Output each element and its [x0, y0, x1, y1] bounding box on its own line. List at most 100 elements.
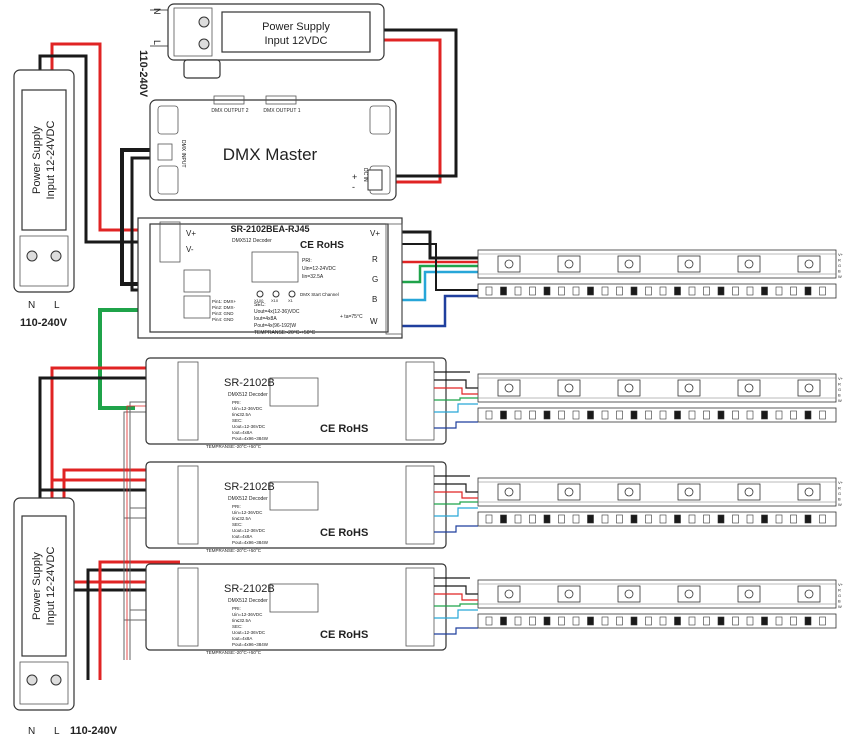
wire-out-g — [400, 264, 480, 284]
led-lens — [684, 383, 694, 393]
led-chip — [737, 483, 761, 501]
led-lens — [744, 589, 754, 599]
led-chip — [617, 255, 641, 273]
pixel-led — [717, 616, 725, 626]
pixel-led — [587, 616, 594, 626]
led-strip-lower — [477, 407, 837, 423]
pixel-led — [804, 616, 812, 626]
pixel-led — [688, 410, 696, 420]
led-lens — [684, 487, 694, 497]
pixel-led — [761, 514, 768, 524]
left-psu-mains-l: L — [54, 300, 60, 311]
top-psu-voltage: 110-240V — [137, 50, 149, 98]
led-chip — [617, 483, 641, 501]
pixel-led — [659, 616, 667, 626]
decoder-2: SR-2102B DMX512 Decoder CE RoHS PRI: Uin… — [145, 461, 447, 553]
pixel-led — [500, 514, 507, 524]
main-decoder-iin: Iin=32.5A — [302, 274, 324, 280]
led-lens — [804, 589, 814, 599]
wire-out-w — [400, 294, 480, 328]
pixel-led — [761, 286, 768, 296]
main-decoder-in-vplus: V+ — [186, 229, 196, 238]
led-chip — [497, 255, 521, 273]
power-supply-bottom: Power Supply Input 12-24VDC N L 110-240V — [13, 497, 118, 737]
main-decoder-pin2: Pin2: DMX- — [212, 305, 236, 310]
top-psu-mains-n: N — [152, 8, 162, 15]
wires — [38, 9, 480, 680]
pixel-led — [558, 410, 565, 420]
led-lens — [564, 259, 574, 269]
wire-bottom-psu-red-2 — [98, 560, 180, 680]
dmx-master-plus: + — [352, 172, 357, 182]
decoder-1-spec-7: TEMPRANSE:-20°C-+50°C — [206, 444, 262, 449]
pixel-led — [761, 616, 768, 626]
pixel-led — [572, 286, 580, 296]
led-lens — [624, 259, 634, 269]
led-lens — [744, 259, 754, 269]
main-decoder-subtitle: DMX512 Decoder — [232, 238, 272, 244]
decoder-1-spec-1: Uin=12-36VDC — [232, 406, 263, 411]
decoder-1: SR-2102B DMX512 Decoder CE RoHS PRI: Uin… — [145, 357, 447, 449]
pixel-led — [601, 616, 609, 626]
led-chip — [557, 585, 581, 603]
strip-terminal-label: V+ — [838, 252, 844, 257]
decoder-3-spec-6: Pout=4x96~384W — [232, 642, 269, 647]
led-lens — [504, 383, 514, 393]
bottom-psu-title: Power Supply — [31, 552, 43, 620]
decoder-2-spec-5: Iout=4x8A — [232, 534, 252, 539]
pixel-led — [572, 410, 580, 420]
pixel-led — [804, 514, 812, 524]
pixel-led — [601, 514, 609, 524]
pixel-led — [514, 286, 522, 296]
rj45-in — [183, 269, 211, 293]
main-decoder-pin1: Pin1: DMX+ — [212, 299, 237, 304]
decoder-1-spec-5: Iout=4x8A — [232, 430, 252, 435]
pixel-led — [587, 514, 594, 524]
decoder-2-cert: CE RoHS — [320, 527, 368, 539]
led-lens — [804, 487, 814, 497]
strip-trace — [478, 253, 836, 275]
led-lens — [564, 589, 574, 599]
pixel-led — [732, 286, 739, 296]
strip-terminal-label: G — [838, 491, 841, 496]
strip-terminal-label: G — [838, 263, 841, 268]
dc-terminal — [367, 169, 383, 191]
pixel-led — [790, 616, 797, 626]
wire-out-b — [400, 270, 480, 302]
decoder-3-spec-4: Uout=12-36VDC — [232, 630, 266, 635]
pixel-led — [688, 286, 696, 296]
pixel-led — [543, 286, 551, 296]
wire-top-psu-red — [375, 38, 442, 184]
decoder-1-spec-6: Pout=4x96~384W — [232, 436, 269, 441]
decoder-1-cert: CE RoHS — [320, 423, 368, 435]
terminal-screw — [198, 38, 210, 50]
strip-trace — [478, 481, 836, 503]
pixel-led — [674, 410, 681, 420]
led-lens — [564, 487, 574, 497]
strip-terminal-label: G — [838, 387, 841, 392]
main-decoder-in-vminus: V- — [186, 245, 194, 254]
strip-terminal-label: R — [838, 486, 841, 491]
led-chip — [677, 483, 701, 501]
power-supply-top: Power Supply Input 12VDC 110-240V N L — [137, 3, 385, 98]
pixel-led — [804, 410, 812, 420]
terminal-screw — [198, 16, 210, 28]
main-decoder-out-w: W — [370, 317, 378, 326]
main-decoder-pout: Pout=4x(96-192)W — [254, 323, 296, 329]
strip-terminal-label: B — [838, 269, 841, 274]
main-decoder-dmx-start: DMX Start Channel — [300, 292, 339, 297]
pixel-led — [601, 410, 609, 420]
strip-terminal-label: W — [838, 274, 842, 279]
pixel-led — [775, 514, 783, 524]
strip-terminal-label: W — [838, 604, 842, 609]
main-decoder-out-g: G — [372, 275, 378, 284]
wire-out-vplus-2 — [400, 243, 480, 291]
led-lens — [744, 487, 754, 497]
dmx-master-output2: DMX OUTPUT 2 — [211, 108, 248, 114]
pixel-led — [819, 410, 826, 420]
main-decoder-dip-x10: X10 — [271, 298, 279, 303]
decoder-3-subtitle: DMX512 Decoder — [228, 598, 268, 604]
led-chip — [797, 585, 821, 603]
decoder-2-subtitle: DMX512 Decoder — [228, 496, 268, 502]
